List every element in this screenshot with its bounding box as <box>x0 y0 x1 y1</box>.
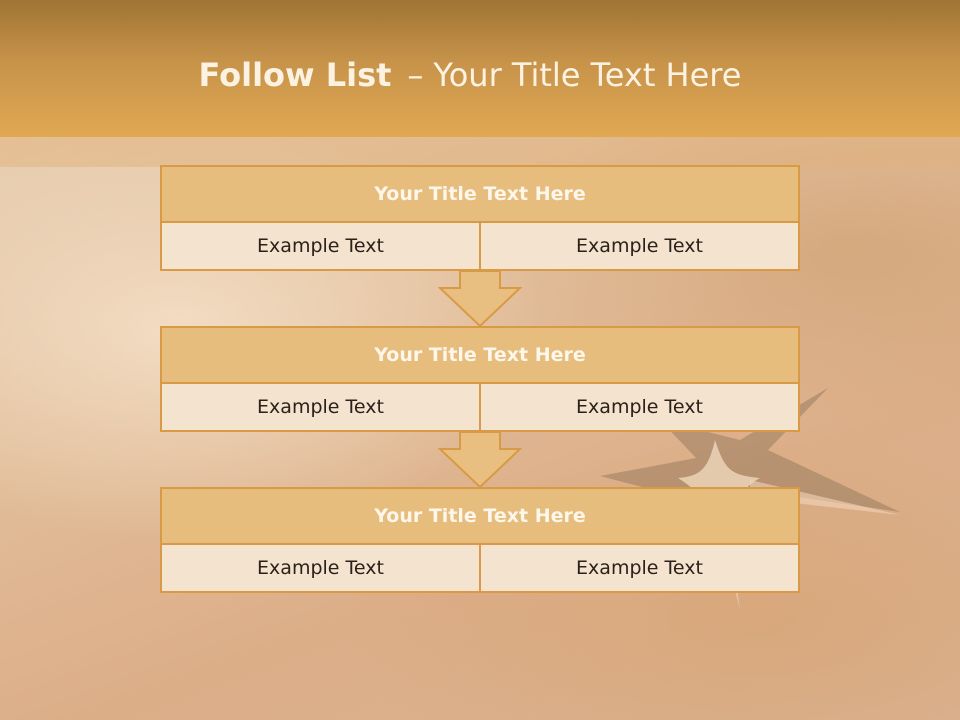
down-arrow-icon <box>438 270 522 328</box>
header-shade <box>0 137 960 167</box>
step-box-1: Your Title Text Here Example Text Exampl… <box>160 165 800 271</box>
step-cell-right: Example Text <box>479 384 798 430</box>
step-cell-right: Example Text <box>479 223 798 269</box>
step-box-2: Your Title Text Here Example Text Exampl… <box>160 326 800 432</box>
step-cell-left: Example Text <box>257 396 384 418</box>
slide-title: Follow List–Your Title Text Here <box>0 55 940 95</box>
step-row: Example Text Example Text <box>162 223 798 269</box>
title-dash: – <box>407 56 424 94</box>
step-cell-right: Example Text <box>479 545 798 591</box>
step-cell-left: Example Text <box>257 557 384 579</box>
step-row: Example Text Example Text <box>162 545 798 591</box>
step-title: Your Title Text Here <box>162 489 798 545</box>
step-title: Your Title Text Here <box>162 167 798 223</box>
step-box-3: Your Title Text Here Example Text Exampl… <box>160 487 800 593</box>
step-title: Your Title Text Here <box>162 328 798 384</box>
step-row: Example Text Example Text <box>162 384 798 430</box>
header-band <box>0 0 960 137</box>
down-arrow-icon <box>438 431 522 489</box>
step-cell-left: Example Text <box>257 235 384 257</box>
title-rest: Your Title Text Here <box>433 56 742 94</box>
title-strong: Follow List <box>198 56 392 94</box>
